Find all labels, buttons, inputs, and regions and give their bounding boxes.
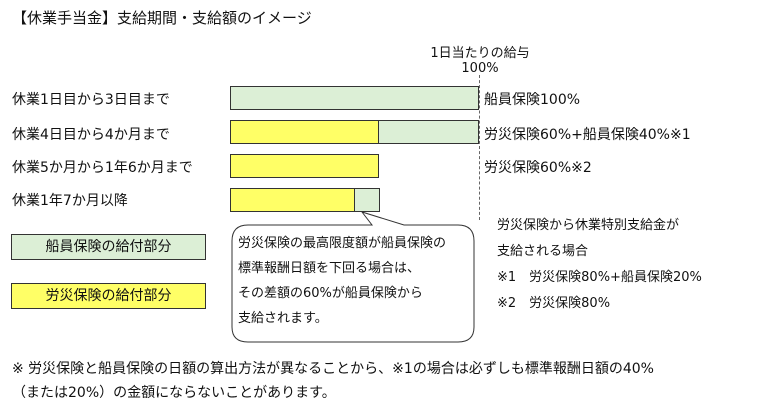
daily-wage-header: 1日当たりの給与 100% bbox=[400, 42, 560, 76]
legend-senin: 船員保険の給付部分 bbox=[11, 234, 206, 260]
callout-line-2: 標準報酬日額を下回る場合は、 bbox=[238, 261, 421, 276]
note-line-4: ※2 労災保険80% bbox=[497, 296, 611, 311]
page-title: 【休業手当金】支給期間・支給額のイメージ bbox=[12, 9, 312, 27]
bar-2-senin-segment bbox=[378, 120, 479, 144]
note-line-3: ※1 労災保険80%+船員保険20% bbox=[497, 270, 702, 285]
bar-3-rousai-segment bbox=[230, 154, 379, 178]
legend-senin-label: 船員保険の給付部分 bbox=[45, 239, 172, 255]
bar-label-2: 労災保険60%+船員保険40%※1 bbox=[484, 127, 691, 143]
legend-rousai-label: 労災保険の給付部分 bbox=[45, 288, 172, 304]
bar-2-rousai-segment bbox=[230, 120, 379, 144]
daily-wage-header-percent: 100% bbox=[461, 61, 499, 76]
bar-4-rousai-segment bbox=[230, 188, 355, 212]
note-line-1: 労災保険から休業特別支給金が bbox=[497, 218, 680, 233]
row-label-4: 休業1年7か月以降 bbox=[12, 193, 128, 209]
callout-line-3: その差額の60%が船員保険から bbox=[238, 286, 423, 301]
full-wage-reference-line bbox=[479, 75, 480, 220]
row-label-1: 休業1日目から3日目まで bbox=[12, 92, 170, 108]
daily-wage-header-label: 1日当たりの給与 bbox=[430, 46, 530, 61]
callout-line-4: 支給されます。 bbox=[238, 311, 328, 326]
row-label-2: 休業4日目から4か月まで bbox=[12, 127, 170, 143]
footnote-line-1: ※ 労災保険と船員保険の日額の算出方法が異なることから、※1の場合は必ずしも標準… bbox=[12, 361, 654, 377]
bar-4-senin-segment bbox=[354, 188, 380, 212]
footnote-line-2: （または20%）の金額にならないことがあります。 bbox=[12, 385, 336, 401]
row-label-3: 休業5か月から1年6か月まで bbox=[12, 160, 193, 176]
bar-label-1: 船員保険100% bbox=[484, 92, 581, 108]
bar-label-3: 労災保険60%※2 bbox=[484, 160, 592, 176]
legend-rousai: 労災保険の給付部分 bbox=[11, 283, 206, 309]
special-benefit-note: 労災保険から休業特別支給金が 支給される場合 ※1 労災保険80%+船員保険20… bbox=[497, 213, 702, 317]
callout-text: 労災保険の最高限度額が船員保険の 標準報酬日額を下回る場合は、 その差額の60%… bbox=[238, 231, 446, 331]
note-line-2: 支給される場合 bbox=[497, 244, 589, 259]
bar-1-senin-segment bbox=[230, 86, 479, 110]
callout-line-1: 労災保険の最高限度額が船員保険の bbox=[238, 236, 447, 251]
callout-bubble-shape bbox=[231, 211, 475, 343]
